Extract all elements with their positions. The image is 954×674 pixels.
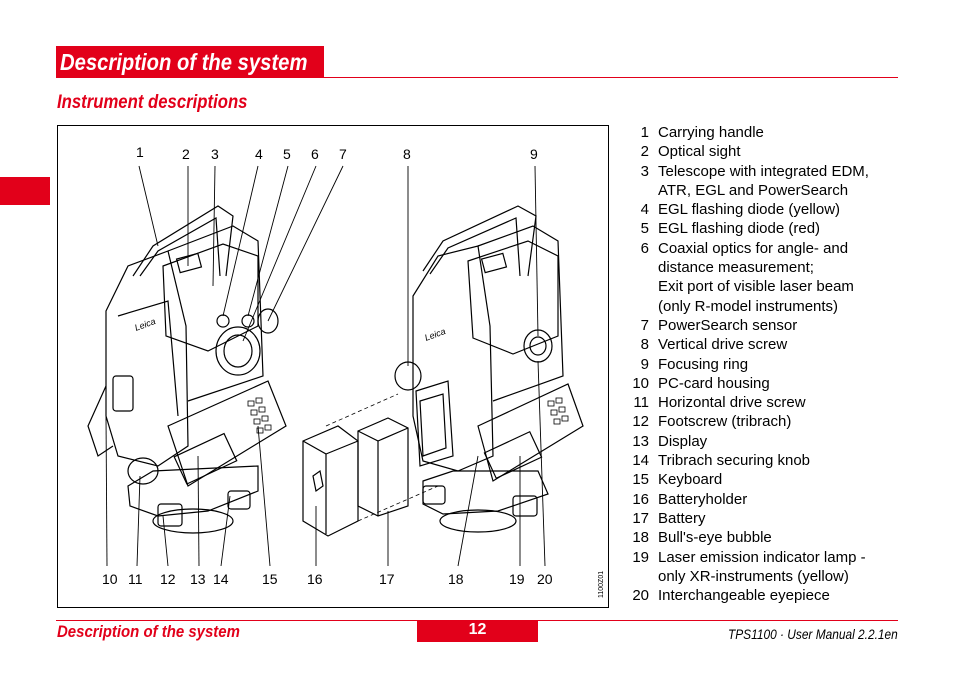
legend-number: 15 xyxy=(632,471,649,489)
drawing-code: 1100Z01 xyxy=(598,571,605,598)
page-number: 12 xyxy=(417,620,538,642)
legend-text: PC-card housing xyxy=(658,374,770,392)
legend-text: EGL flashing diode (yellow) xyxy=(658,201,841,219)
legend-number: 7 xyxy=(640,316,649,334)
legend-text: Horizontal drive screw xyxy=(658,394,806,412)
brand-label-right: Leica xyxy=(423,326,447,343)
callout-12: 12 xyxy=(160,571,176,587)
legend-text: Optical sight xyxy=(658,143,741,161)
legend-number: 6 xyxy=(640,239,649,257)
legend-item: 1 Carrying handle xyxy=(625,123,925,142)
legend-text: Battery xyxy=(658,509,706,527)
legend-text: Laser emission indicator lamp - only XR-… xyxy=(658,548,866,585)
legend-text: PowerSearch sensor xyxy=(658,316,798,334)
legend-number: 4 xyxy=(640,201,649,219)
callout-10: 10 xyxy=(102,571,118,587)
legend-item: 2 Optical sight xyxy=(625,142,925,161)
brand-label-left: Leica xyxy=(133,316,157,333)
callout-20: 20 xyxy=(537,571,553,587)
legend-item: 12 Footscrew (tribrach) xyxy=(625,412,925,431)
legend-item: 4 EGL flashing diode (yellow) xyxy=(625,200,925,219)
legend-item: 7 PowerSearch sensor xyxy=(625,316,925,335)
callout-13: 13 xyxy=(190,571,206,587)
legend-number: 2 xyxy=(640,143,649,161)
legend-number: 13 xyxy=(632,432,649,450)
legend-item: 16 Batteryholder xyxy=(625,490,925,509)
legend-number: 20 xyxy=(632,587,649,605)
page-title: Description of the system xyxy=(60,49,308,75)
callout-8: 8 xyxy=(403,146,411,162)
page-title-bar: Description of the system xyxy=(56,46,324,78)
legend-number: 11 xyxy=(633,394,649,412)
battery-group xyxy=(302,393,439,537)
callout-11: 11 xyxy=(128,571,143,587)
legend-number: 14 xyxy=(632,452,649,470)
legend-text: Vertical drive screw xyxy=(658,336,788,354)
callout-16: 16 xyxy=(307,571,323,587)
instrument-figure: 1 2 3 4 5 6 7 8 9 10 11 12 13 14 15 16 1… xyxy=(57,125,609,608)
legend-item: 15 Keyboard xyxy=(625,470,925,489)
left-instrument xyxy=(87,205,287,534)
callout-5: 5 xyxy=(283,146,291,162)
footer-section-title: Description of the system xyxy=(57,622,240,641)
callout-1: 1 xyxy=(136,144,144,160)
legend-item: 5 EGL flashing diode (red) xyxy=(625,219,925,238)
legend-number: 5 xyxy=(640,220,649,238)
legend-number: 10 xyxy=(632,374,649,392)
legend-number: 12 xyxy=(632,413,649,431)
legend-text: Keyboard xyxy=(658,471,723,489)
section-marker-tab xyxy=(0,177,50,205)
section-subtitle: Instrument descriptions xyxy=(57,92,248,113)
legend-text: Focusing ring xyxy=(658,355,749,373)
leader-lines xyxy=(105,165,546,567)
callout-labels: 1 2 3 4 5 6 7 8 9 10 11 12 13 14 15 16 1… xyxy=(102,144,605,598)
legend-item: 19 Laser emission indicator lamp - only X… xyxy=(625,548,925,587)
legend-item: 13 Display xyxy=(625,432,925,451)
instrument-drawing: 1 2 3 4 5 6 7 8 9 10 11 12 13 14 15 16 1… xyxy=(87,144,605,598)
legend-number: 1 xyxy=(640,124,649,141)
legend-item: 11 Horizontal drive screw xyxy=(625,393,925,412)
callout-19: 19 xyxy=(509,571,525,587)
legend-text: Batteryholder xyxy=(658,490,748,508)
legend-number: 16 xyxy=(632,490,649,508)
callout-6: 6 xyxy=(311,146,319,162)
legend-text: Display xyxy=(658,432,708,450)
component-legend: 1 Carrying handle 2 Optical sight 3 Telesco… xyxy=(625,123,925,605)
legend-text: Bull's-eye bubble xyxy=(658,529,772,547)
legend-text: EGL flashing diode (red) xyxy=(658,220,821,238)
callout-2: 2 xyxy=(182,146,190,162)
legend-item: 17 Battery xyxy=(625,509,925,528)
legend-text: Footscrew (tribrach) xyxy=(658,413,792,431)
title-rule xyxy=(324,77,898,78)
legend-text: Tribrach securing knob xyxy=(658,452,811,470)
legend-number: 17 xyxy=(632,509,649,527)
legend-number: 3 xyxy=(640,162,649,180)
legend-item: 3 Telescope with integrated EDM, ATR, EGL… xyxy=(625,162,925,201)
callout-14: 14 xyxy=(213,571,229,587)
legend-text: Interchangeable eyepiece xyxy=(658,587,830,605)
legend-number: 18 xyxy=(632,529,649,547)
legend-item: 6 Coaxial optics for angle- and distance … xyxy=(625,239,925,316)
legend-item: 20 Interchangeable eyepiece xyxy=(625,586,925,605)
legend-text: Coaxial optics for angle- and distance m… xyxy=(658,239,854,315)
legend-number: 8 xyxy=(640,336,649,354)
right-instrument xyxy=(394,205,584,533)
callout-17: 17 xyxy=(379,571,395,587)
callout-15: 15 xyxy=(262,571,278,587)
legend-number: 9 xyxy=(640,355,649,373)
legend-number: 19 xyxy=(632,548,649,566)
callout-4: 4 xyxy=(255,146,263,162)
callout-9: 9 xyxy=(530,146,538,162)
legend-item: 18 Bull's-eye bubble xyxy=(625,528,925,547)
legend-item: 14 Tribrach securing knob xyxy=(625,451,925,470)
callout-3: 3 xyxy=(211,146,219,162)
legend-text: Carrying handle xyxy=(658,124,764,141)
callout-7: 7 xyxy=(339,146,347,162)
legend-item: 8 Vertical drive screw xyxy=(625,335,925,354)
legend-item: 10 PC-card housing xyxy=(625,374,925,393)
footer-manual-name: TPS1100 · User Manual 2.2.1en xyxy=(728,626,898,642)
callout-18: 18 xyxy=(448,571,464,587)
legend-item: 9 Focusing ring xyxy=(625,355,925,374)
legend-text: Telescope with integrated EDM, ATR, EGL … xyxy=(658,162,869,199)
